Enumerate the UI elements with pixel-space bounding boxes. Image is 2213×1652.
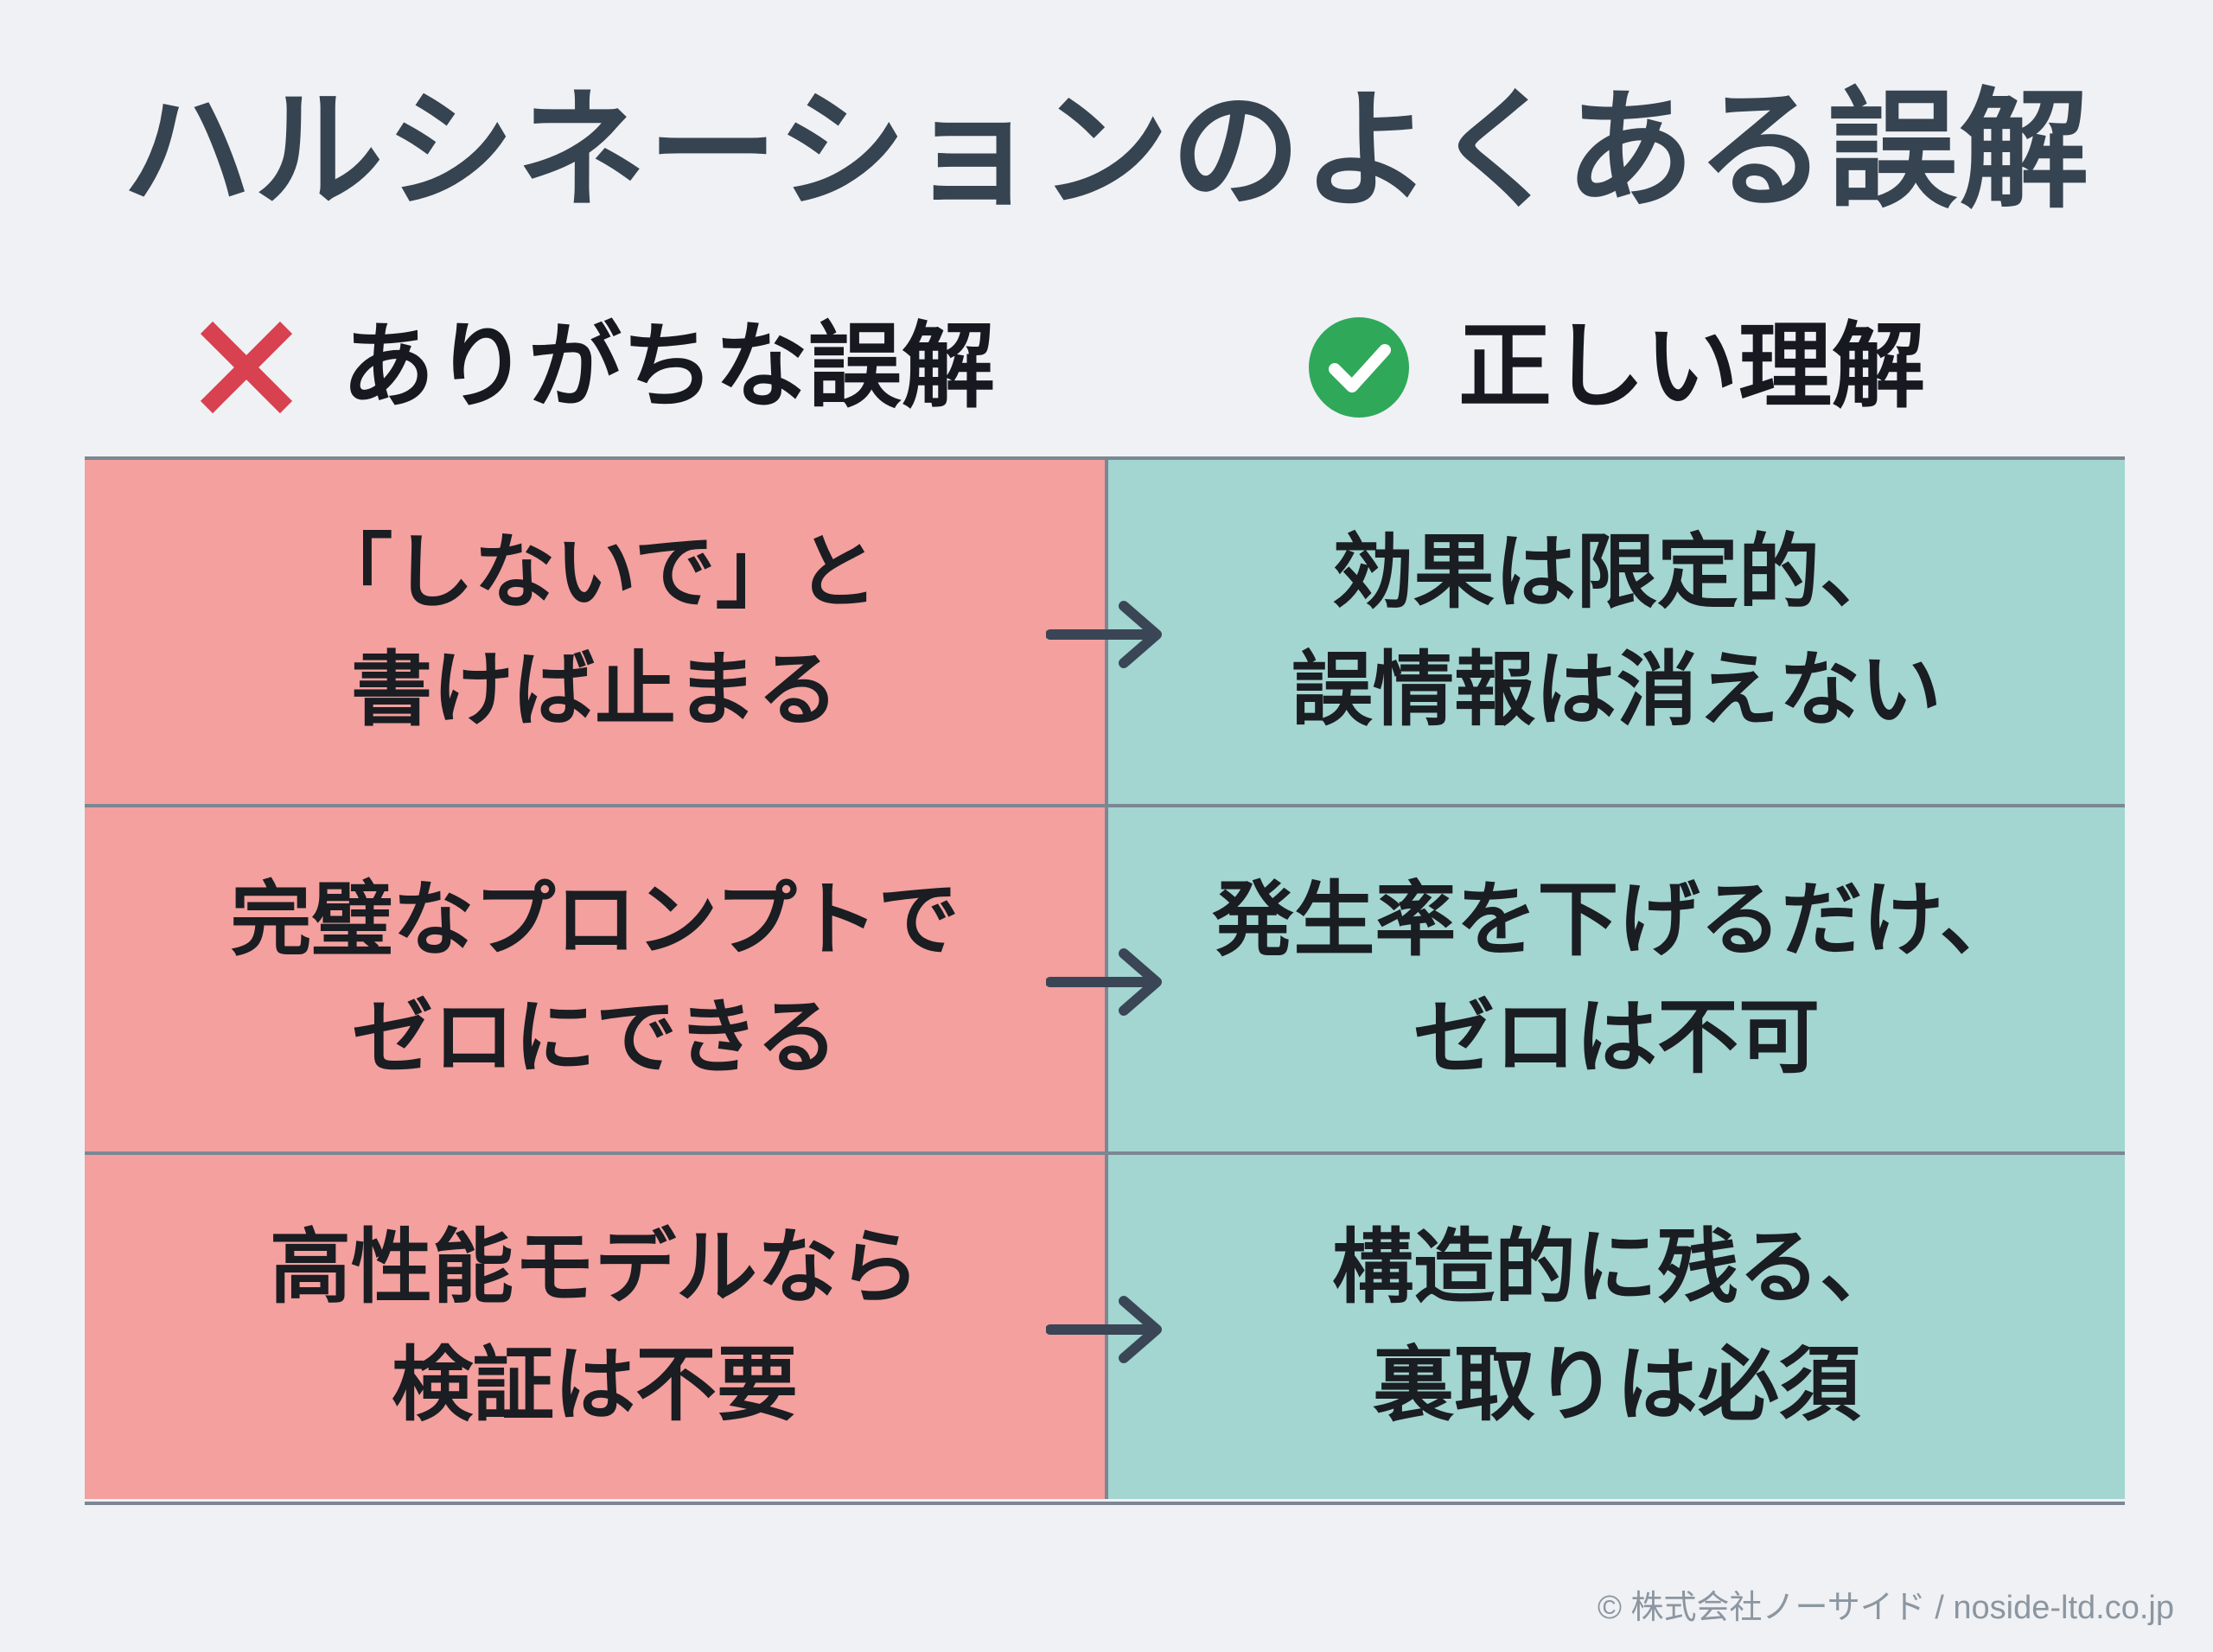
misconception-line: 「しないで」と [311,526,878,620]
misconception-cell: 「しないで」と 書けば止まる [85,460,1105,804]
correct-cell: 発生率を下げるだけ、 ゼロは不可 [1105,807,2125,1151]
misconception-line: 検証は不要 [391,1338,798,1432]
header-correct-label: 正しい理解 [1458,313,1926,421]
correct-cell: 構造的に残る、 裏取りは必須 [1105,1155,2125,1499]
table-row: 「しないで」と 書けば止まる 効果は限定的、 誤情報は消えない [85,460,2125,804]
table-row: 高性能モデルなら 検証は不要 構造的に残る、 裏取りは必須 [85,1155,2125,1499]
arrow-right-icon [1046,601,1162,668]
check-circle-icon [1309,317,1409,418]
correct-line: 裏取りは必須 [1372,1338,1860,1432]
page-title: ハルシネーションのよくある誤解 [122,76,2091,226]
copyright-footer: © 株式会社ノーサイド / noside-ltd.co.jp [1597,1590,2174,1626]
correct-line: 構造的に残る、 [1331,1221,1901,1315]
correct-line: 効果は限定的、 [1331,526,1901,620]
table-row: 完璧なプロンプトで ゼロにできる 発生率を下げるだけ、 ゼロは不可 [85,807,2125,1151]
header-correct: 正しい理解 [1307,311,1925,424]
header-misconception: ありがちな誤解 [195,311,995,424]
comparison-table: 「しないで」と 書けば止まる 効果は限定的、 誤情報は消えない 完璧なプロンプト… [85,456,2125,1505]
arrow-right-icon [1046,948,1162,1016]
correct-cell: 効果は限定的、 誤情報は消えない [1105,460,2125,804]
misconception-line: ゼロにできる [351,991,839,1085]
correct-line: 発生率を下げるだけ、 [1212,873,2021,967]
arrow-right-icon [1046,1296,1162,1363]
misconception-line: 完璧なプロンプトで [230,873,960,967]
misconception-cell: 完璧なプロンプトで ゼロにできる [85,807,1105,1151]
cross-icon [200,321,293,414]
row-divider [85,804,2125,807]
misconception-cell: 高性能モデルなら 検証は不要 [85,1155,1105,1499]
misconception-line: 高性能モデルなら [269,1221,920,1315]
correct-line: ゼロは不可 [1413,991,1820,1085]
header-misconception-label: ありがちな誤解 [341,313,996,421]
correct-line: 誤情報は消えない [1291,643,1942,737]
row-divider [85,1151,2125,1155]
misconception-line: 書けば止まる [350,643,839,737]
